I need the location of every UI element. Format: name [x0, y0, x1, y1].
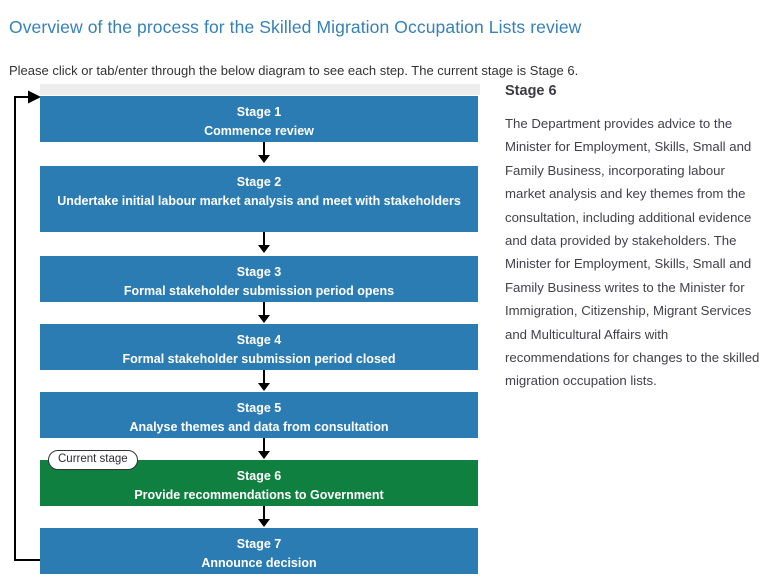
diagram-scroll-track[interactable] — [40, 84, 480, 95]
connector-arrow-4-5 — [258, 370, 270, 392]
connector-arrow-2-3 — [258, 232, 270, 254]
stage-label-7: Announce decision — [201, 556, 317, 570]
stage-label-3: Formal stakeholder submission period ope… — [123, 284, 395, 298]
stage-detail-body: The Department provides advice to the Mi… — [505, 116, 760, 389]
page-title: Overview of the process for the Skilled … — [9, 16, 582, 37]
stage-detail-heading: Stage 6 — [505, 83, 557, 99]
connector-arrow-3-4 — [258, 302, 270, 324]
stage-box-3[interactable]: Stage 3 Formal stakeholder submission pe… — [40, 256, 478, 302]
stage-label-6: Provide recommendations to Government — [134, 488, 384, 502]
stage-number-6: Stage 6 — [236, 469, 282, 483]
connector-arrow-1-2 — [258, 142, 270, 164]
stage-number-1: Stage 1 — [236, 105, 282, 119]
stage-number-5: Stage 5 — [236, 401, 282, 415]
page-intro-text: Please click or tab/enter through the be… — [9, 63, 579, 78]
stage-box-5[interactable]: Stage 5 Analyse themes and data from con… — [40, 392, 478, 438]
stage-box-4[interactable]: Stage 4 Formal stakeholder submission pe… — [40, 324, 478, 370]
stage-detail-panel: Stage 6 The Department provides advice t… — [505, 82, 763, 393]
stage-number-2: Stage 2 — [236, 175, 282, 189]
stage-label-4: Formal stakeholder submission period clo… — [122, 352, 396, 366]
connector-arrow-6-7 — [258, 506, 270, 528]
process-diagram: Stage 1 Commence review Stage 2 Undertak… — [0, 84, 492, 581]
connector-arrow-5-6 — [258, 438, 270, 460]
current-stage-badge: Current stage — [48, 450, 138, 470]
stage-box-1[interactable]: Stage 1 Commence review — [40, 96, 478, 142]
stage-box-7[interactable]: Stage 7 Announce decision — [40, 528, 478, 574]
stage-number-7: Stage 7 — [236, 537, 282, 551]
stage-box-2[interactable]: Stage 2 Undertake initial labour market … — [40, 166, 478, 232]
stage-number-4: Stage 4 — [236, 333, 282, 347]
stage-label-5: Analyse themes and data from consultatio… — [129, 420, 389, 434]
stage-label-1: Commence review — [204, 124, 314, 138]
stage-label-2: Undertake initial labour market analysis… — [57, 194, 461, 208]
stage-number-3: Stage 3 — [236, 265, 282, 279]
